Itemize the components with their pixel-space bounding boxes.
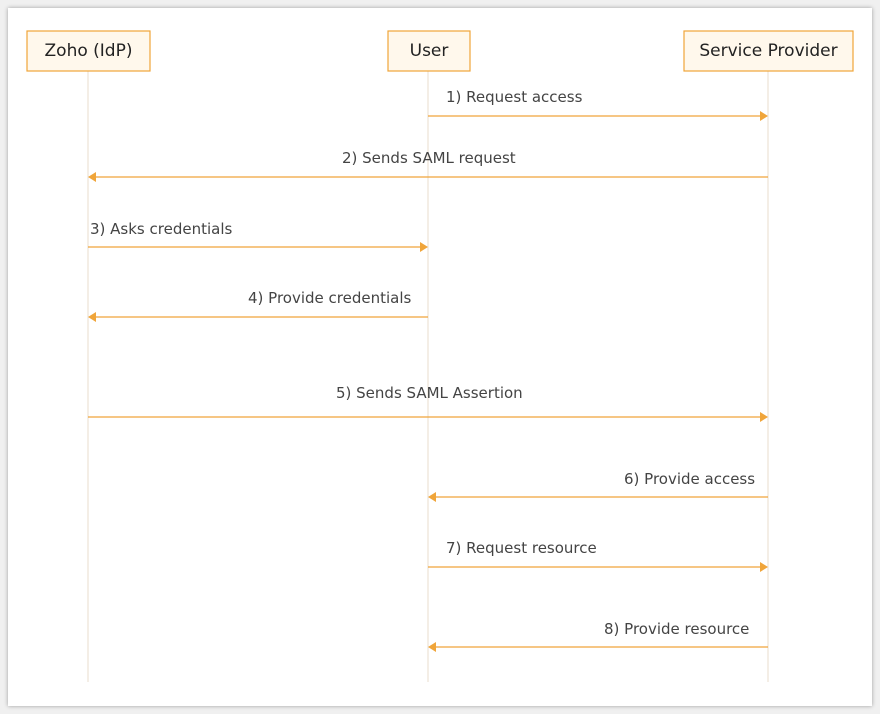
arrowhead-left-icon (428, 642, 436, 652)
message-6: 6) Provide access (428, 470, 768, 502)
message-1-label: 1) Request access (446, 88, 583, 106)
message-5-label: 5) Sends SAML Assertion (336, 384, 523, 402)
message-5: 5) Sends SAML Assertion (88, 384, 768, 422)
message-4-label: 4) Provide credentials (248, 289, 412, 307)
actor-service-provider: Service Provider (683, 30, 854, 72)
arrowhead-left-icon (88, 172, 96, 182)
message-6-label: 6) Provide access (624, 470, 755, 488)
message-8-label: 8) Provide resource (604, 620, 749, 638)
message-3-label: 3) Asks credentials (90, 220, 232, 238)
message-7-label: 7) Request resource (446, 539, 597, 557)
diagram-frame (8, 8, 872, 706)
actor-idp: Zoho (IdP) (26, 30, 151, 72)
actor-service-provider-label: Service Provider (699, 41, 837, 61)
arrowhead-right-icon (760, 562, 768, 572)
actor-user-label: User (410, 41, 449, 61)
message-3: 3) Asks credentials (88, 220, 428, 252)
message-2-label: 2) Sends SAML request (342, 149, 516, 167)
message-1: 1) Request access (428, 88, 768, 121)
arrowhead-right-icon (760, 412, 768, 422)
message-8: 8) Provide resource (428, 620, 768, 652)
actor-idp-label: Zoho (IdP) (45, 41, 133, 61)
message-7: 7) Request resource (428, 539, 768, 572)
message-2: 2) Sends SAML request (88, 149, 768, 182)
arrowhead-left-icon (88, 312, 96, 322)
message-4: 4) Provide credentials (88, 289, 428, 322)
arrowhead-left-icon (428, 492, 436, 502)
arrowhead-right-icon (420, 242, 428, 252)
arrowhead-right-icon (760, 111, 768, 121)
actor-user: User (387, 30, 471, 72)
